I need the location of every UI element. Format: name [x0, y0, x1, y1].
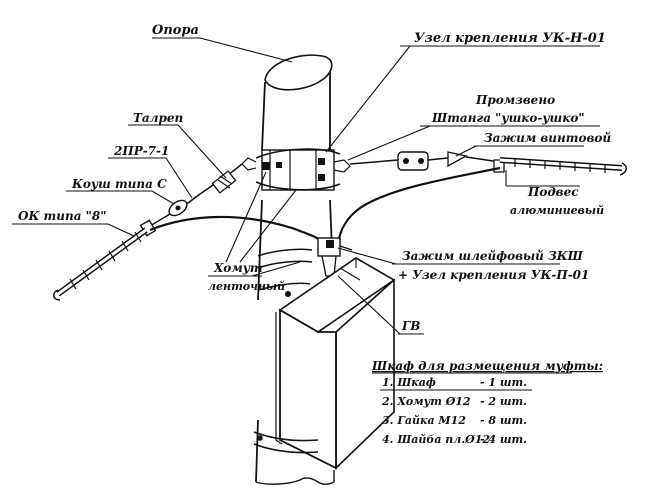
label-2pr: 2ПР-7-1: [108, 144, 193, 199]
label-uzel-uk-n: Узел крепления УК-Н-01: [325, 31, 606, 153]
cable-drops: [149, 166, 501, 245]
spec-item-4-name: 4. Шайба пл.Ø12: [382, 433, 490, 446]
label-khomut-text: Хомут: [213, 261, 263, 275]
label-promzveno: Промзвено Штанга "ушко-ушко": [347, 93, 600, 161]
right-tension-hardware: [349, 151, 505, 173]
spec-item-1-qty: - 1 шт.: [480, 376, 527, 389]
label-2pr-text: 2ПР-7-1: [113, 144, 169, 158]
label-khomut-sub-text: ленточный: [208, 280, 285, 293]
splice-cabinet: [253, 257, 396, 470]
label-zazhim-shleif: Зажим шлейфовый ЗКШ + Узел крепления УК-…: [337, 247, 589, 282]
cabinet-spec-list: Шкаф для размещения муфты: 1. Шкаф - 1 ш…: [371, 359, 603, 446]
spec-item-3-qty: - 8 шт.: [480, 414, 527, 427]
lower-band-clamps: [257, 237, 353, 297]
label-podves-sub-text: алюминиевый: [510, 204, 604, 217]
left-optical-cable: [53, 227, 148, 301]
label-promzveno-text: Промзвено: [475, 93, 555, 107]
right-optical-cable: [499, 157, 627, 176]
label-podves-text: Подвес: [527, 185, 579, 199]
label-talrep-text: Талреп: [133, 111, 183, 125]
label-uzel-uk-p-text: + Узел крепления УК-П-01: [398, 268, 589, 282]
spec-item-3-name: 3. Гайка М12: [382, 414, 466, 427]
label-koush-text: Коуш типа С: [71, 177, 167, 191]
pole: [255, 54, 335, 485]
spec-item-2-qty: - 2 шт.: [480, 395, 527, 408]
spec-item-4-qty: - 4 шт.: [480, 433, 527, 446]
left-tension-hardware: [139, 163, 243, 237]
label-gv-text: ГВ: [401, 319, 420, 333]
label-khomut: Хомут ленточный: [208, 171, 301, 293]
label-gv: ГВ: [337, 275, 424, 335]
mounting-node-uk-n: [241, 148, 351, 191]
label-opora: Опора: [152, 23, 293, 63]
label-ok-text: ОК типа "8": [18, 209, 107, 223]
label-zazhim-vint: Зажим винтовой: [455, 131, 611, 157]
label-koush: Коуш типа С: [66, 177, 175, 205]
spec-item-1-name: 1. Шкаф: [382, 376, 436, 389]
label-opora-text: Опора: [152, 23, 199, 38]
spec-list-title: Шкаф для размещения муфты:: [371, 359, 603, 373]
label-shtanga-text: Штанга "ушко-ушко": [431, 111, 585, 125]
label-ok: ОК типа "8": [12, 209, 135, 237]
spec-item-2-name: 2. Хомут Ø12: [381, 395, 471, 408]
label-zazhim-shleif-text: Зажим шлейфовый ЗКШ: [402, 249, 584, 263]
label-talrep: Талреп: [128, 111, 227, 179]
label-zazhim-vint-text: Зажим винтовой: [484, 131, 611, 145]
label-podves: Подвес алюминиевый: [505, 170, 604, 217]
label-uzel-uk-n-text: Узел крепления УК-Н-01: [414, 31, 606, 46]
